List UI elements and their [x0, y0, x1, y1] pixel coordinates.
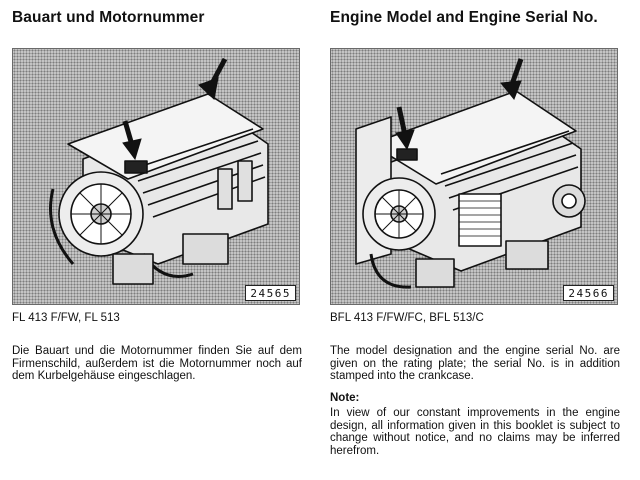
body-paragraph: The model designation and the engine ser…	[330, 345, 620, 382]
column-english: Engine Model and Engine Serial No.	[330, 0, 630, 480]
engine-illustration-bfl413	[355, 58, 586, 289]
figure-caption: FL 413 F/FW, FL 513	[12, 312, 120, 324]
figure-number: 24565	[245, 285, 296, 301]
section-heading-german: Bauart und Motornummer	[12, 9, 205, 26]
note-title: Note:	[330, 392, 360, 404]
figure-number: 24566	[563, 285, 614, 301]
figure-caption: BFL 413 F/FW/FC, BFL 513/C	[330, 312, 484, 324]
body-paragraph: Die Bauart und die Motornummer finden Si…	[12, 345, 302, 382]
column-german: Bauart und Motornummer	[12, 0, 312, 480]
engine-illustration-fl413	[49, 57, 269, 285]
note-paragraph: In view of our constant improvements in …	[330, 407, 620, 457]
engine-figure-fl413: 24565	[12, 48, 300, 305]
engine-figure-bfl413: 24566	[330, 48, 618, 305]
section-heading-english: Engine Model and Engine Serial No.	[330, 9, 598, 26]
